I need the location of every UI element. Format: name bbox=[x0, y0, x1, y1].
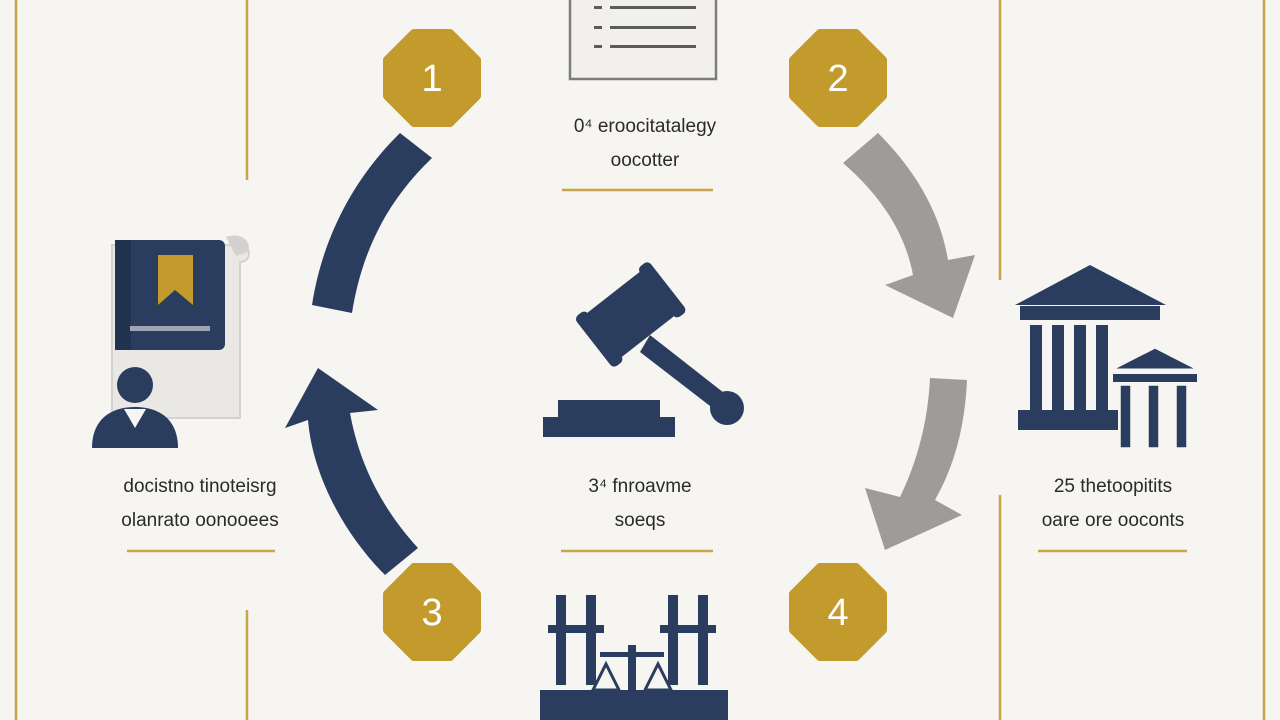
step-badge-3: 3 bbox=[383, 563, 481, 661]
scales-post bbox=[628, 645, 636, 695]
book-spine bbox=[115, 240, 131, 350]
document-line-2 bbox=[610, 26, 696, 29]
step-label-top: 0⁴ eroocitatalegy oocotter bbox=[540, 110, 750, 178]
step-label-top-line-2: oocotter bbox=[610, 150, 680, 171]
scales-cap-left bbox=[548, 625, 604, 633]
scales-pillar-left-2 bbox=[586, 595, 596, 685]
step-label-right-line-2: oare ore ooconts bbox=[1041, 510, 1185, 531]
gavel-head bbox=[585, 271, 677, 358]
step-label-center-line-1: 3⁴ fnroavme bbox=[588, 476, 692, 497]
arrow-lower-left bbox=[285, 368, 418, 575]
scales-pillar-left-1 bbox=[556, 595, 566, 685]
arrow-lower-right bbox=[865, 378, 967, 550]
scales-pan-right bbox=[642, 660, 674, 692]
annex-column-1 bbox=[1119, 384, 1132, 449]
lawyer-head bbox=[117, 367, 153, 403]
step-badge-4-shape bbox=[789, 563, 887, 661]
gavel-handle bbox=[640, 335, 733, 416]
scales-cap-right bbox=[660, 625, 716, 633]
document-bullet-1 bbox=[594, 6, 602, 9]
step-number-3: 3 bbox=[421, 592, 442, 634]
label-underlines bbox=[127, 188, 1187, 553]
bookmark-ribbon bbox=[158, 255, 193, 305]
courthouse-roof bbox=[1015, 265, 1166, 305]
lawyer-collar bbox=[124, 409, 146, 428]
step-badge-3-shape bbox=[383, 563, 481, 661]
gavel-head-band-right bbox=[639, 262, 686, 318]
step-label-center: 3⁴ fnroavme soeqs bbox=[540, 470, 740, 538]
document-sheet bbox=[568, 0, 718, 81]
step-label-left-line-1: docistno tinoteisrg bbox=[123, 476, 277, 497]
scales-base bbox=[540, 690, 728, 720]
step-label-left: docistno tinoteisrg olanrato oonooees bbox=[90, 470, 310, 538]
step-badge-2-shape bbox=[789, 29, 887, 127]
cycle-arrows bbox=[285, 133, 975, 575]
scales-pillar-right-2 bbox=[698, 595, 708, 685]
courthouse-column-1 bbox=[1030, 325, 1042, 410]
step-label-right-line-1: 25 thetoopitits bbox=[1053, 476, 1173, 497]
step-label-left-line-2: olanrato oonooees bbox=[121, 510, 279, 531]
gavel-icon bbox=[543, 262, 744, 437]
courthouse-entablature bbox=[1020, 306, 1160, 320]
lawyer-certificate-icon bbox=[92, 235, 250, 448]
arrow-upper-left bbox=[312, 133, 432, 313]
gavel-block-top bbox=[558, 400, 660, 418]
annex-column-3 bbox=[1175, 384, 1188, 449]
annex-roof bbox=[1109, 345, 1201, 372]
courthouse-column-2 bbox=[1052, 325, 1064, 410]
arrow-upper-right bbox=[843, 133, 975, 318]
gavel-handle-knob bbox=[710, 391, 744, 425]
document-icon bbox=[568, 0, 718, 81]
scales-pan-left bbox=[590, 660, 622, 692]
step-badge-1: 1 bbox=[383, 29, 481, 127]
step-label-right: 25 thetoopitits oare ore ooconts bbox=[1008, 470, 1218, 538]
courthouse-icon bbox=[1015, 265, 1201, 449]
step-number-2: 2 bbox=[827, 58, 848, 100]
step-badge-4: 4 bbox=[789, 563, 887, 661]
step-label-center-line-2: soeqs bbox=[614, 510, 666, 531]
annex-entablature bbox=[1111, 372, 1199, 384]
document-bullet-2 bbox=[594, 26, 602, 29]
book-cover bbox=[115, 240, 225, 350]
courthouse-column-4 bbox=[1096, 325, 1108, 410]
step-badge-2: 2 bbox=[789, 29, 887, 127]
document-bullet-3 bbox=[594, 45, 602, 48]
step-number-4: 4 bbox=[827, 592, 848, 634]
step-number-1: 1 bbox=[421, 58, 442, 100]
document-lines bbox=[594, 6, 696, 48]
document-line-1 bbox=[610, 6, 696, 9]
gavel-head-band-left bbox=[575, 311, 623, 367]
frame-rules bbox=[14, 0, 1266, 720]
courthouse-column-3 bbox=[1074, 325, 1086, 410]
certificate-curl bbox=[226, 235, 249, 256]
step-label-top-line-1: 0⁴ eroocitatalegy bbox=[573, 116, 717, 137]
scales-pillar-right-1 bbox=[668, 595, 678, 685]
gavel-block-base bbox=[543, 417, 675, 437]
book-label-line bbox=[130, 326, 210, 331]
courthouse-base bbox=[1018, 410, 1118, 430]
scales-beam bbox=[600, 652, 664, 657]
document-line-3 bbox=[610, 45, 696, 48]
annex-column-2 bbox=[1147, 384, 1160, 449]
scales-of-justice-icon bbox=[540, 595, 728, 720]
step-badge-1-shape bbox=[383, 29, 481, 127]
